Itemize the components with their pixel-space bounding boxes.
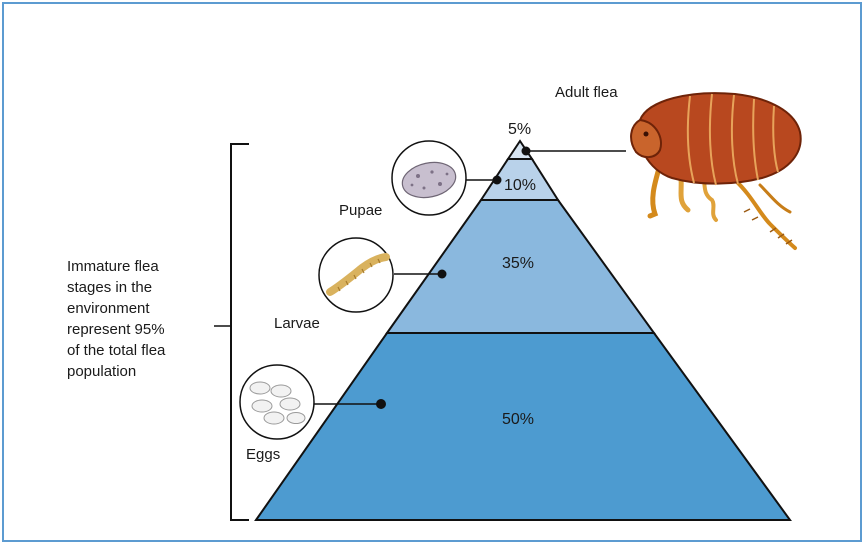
immature-stages-text: Immature flea stages in the environment …	[67, 258, 170, 380]
brace-line-4: represent 95%	[67, 321, 165, 338]
immature-bracket	[231, 144, 249, 520]
pct-eggs: 50%	[502, 411, 534, 428]
larva-icon	[319, 238, 393, 312]
adult-dot	[522, 147, 531, 156]
brace-line-6: population	[67, 363, 136, 380]
label-eggs: Eggs	[246, 446, 280, 463]
pct-pupae: 10%	[504, 177, 536, 194]
brace-line-5: of the total flea	[67, 342, 166, 359]
label-pupae: Pupae	[339, 202, 382, 219]
brace-line-2: stages in the	[67, 279, 152, 296]
label-adult: Adult flea	[555, 84, 618, 101]
eggs-dot	[376, 399, 386, 409]
flea-icon	[631, 93, 801, 248]
pupae-dot	[493, 176, 502, 185]
brace-line-3: environment	[67, 300, 150, 317]
pct-adult: 5%	[508, 121, 531, 138]
brace-line-1: Immature flea	[67, 258, 159, 275]
larvae-dot	[438, 270, 447, 279]
pct-larvae: 35%	[502, 255, 534, 272]
eggs-icon	[240, 365, 314, 439]
label-larvae: Larvae	[274, 315, 320, 332]
pupa-icon	[392, 141, 466, 215]
